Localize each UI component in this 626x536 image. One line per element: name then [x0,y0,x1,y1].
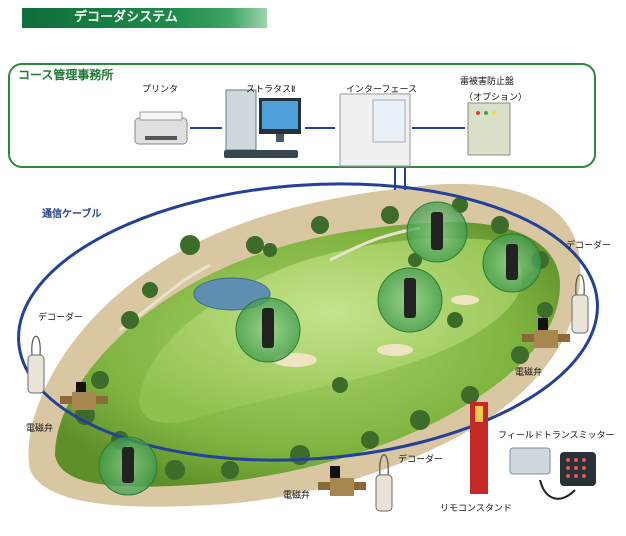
printer-icon [134,111,188,145]
computer-icon [224,89,301,158]
valve-label-right: 電磁弁 [515,368,543,378]
valve-label-bottom: 電磁弁 [283,491,311,501]
lightning-label: 雷被害防止盤 [460,77,515,87]
decoder-label-right: デコーダー [566,241,612,251]
decoder-label-bottom: デコーダー [398,455,444,465]
interface-icon [339,93,411,167]
communication-cable [17,182,599,462]
bunker [451,295,479,305]
bunker [377,344,413,356]
transmitter-label: フィールドトランスミッター [498,431,615,441]
valve-label-left: 電磁弁 [26,424,54,434]
lightning-sub-label: （オプション） [464,93,528,103]
remote-stand-label: リモコンスタンド [440,504,512,514]
sprinkler-heads [98,201,542,496]
cable-label: 通信ケーブル [42,209,102,220]
decoder-label-left: デコーダー [38,313,84,323]
page-title: デコーダシステム [22,8,267,28]
remote-stand [470,402,488,494]
interface-cable [394,168,406,190]
computer-label: ストラタスⅡ [246,85,296,95]
pond [193,277,271,311]
decoders [27,294,589,512]
field-transmitter [509,447,596,500]
solenoid-valves [60,318,570,496]
office-label: コース管理事務所 [18,68,114,82]
lightning-protection-panel-icon [467,102,511,156]
printer-label: プリンタ [142,85,179,95]
interface-label: インターフェース [346,85,418,95]
